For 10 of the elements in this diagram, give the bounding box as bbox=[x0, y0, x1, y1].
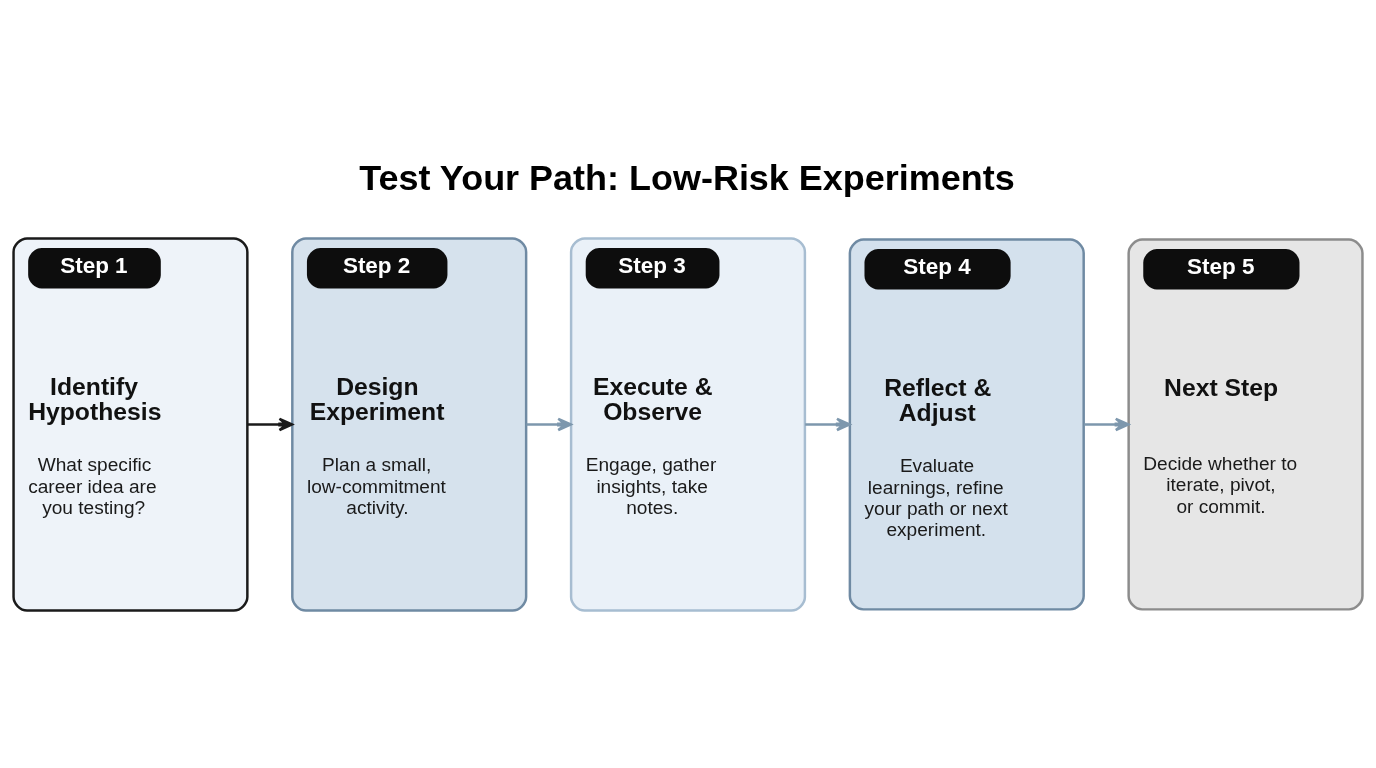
arrow bbox=[526, 417, 572, 432]
node-box: Step 5 Next Step Decide whether to iterate, pivot, or commit. bbox=[1127, 238, 1364, 611]
arrow bbox=[805, 417, 851, 432]
arrow bbox=[247, 417, 294, 432]
node-box: Step 2 Design Experiment Plan a small, low-commitment activity. bbox=[291, 237, 528, 612]
diagram-title: Test Your Path: Low-Risk Experiments bbox=[359, 156, 1015, 198]
node-box: Step 4 Reflect & Adjust Evaluate learnings, refine your path or next experiment. bbox=[848, 238, 1085, 611]
node-box: Step 1 Identify Hypothesis What specific career idea are you testing? bbox=[12, 237, 249, 612]
node-box: Step 3 Execute & Observe Engage, gather insights, take notes. bbox=[569, 237, 807, 612]
arrow bbox=[1083, 417, 1130, 432]
